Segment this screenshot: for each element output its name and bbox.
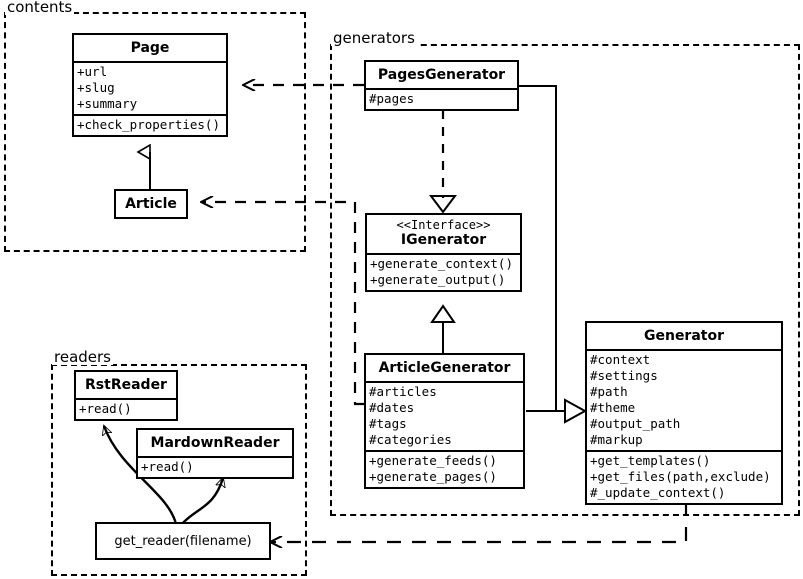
class-igenerator-stereotype: <<Interface>>	[396, 218, 491, 232]
class-generator-title: Generator	[643, 328, 724, 344]
class-article[interactable]: Article	[114, 189, 188, 219]
package-generators-label: generators	[331, 29, 417, 47]
operation: +generate_context()	[370, 256, 513, 271]
class-markdown-reader[interactable]: MardownReader +read()	[136, 428, 294, 479]
attribute: #theme	[590, 400, 636, 415]
operation: +get_files(path,exclude)	[590, 469, 771, 484]
class-article-generator-attributes: #articles #dates #tags #categories	[366, 381, 523, 450]
attribute: #path	[590, 384, 628, 399]
package-readers-border	[51, 364, 307, 576]
class-page-operations: +check_properties()	[74, 114, 226, 135]
attribute: #settings	[590, 368, 658, 383]
link-generator-depends-get-reader	[271, 502, 688, 542]
operation: +generate_pages()	[369, 469, 497, 484]
operation: +read()	[141, 459, 194, 474]
class-pages-generator-title: PagesGenerator	[377, 67, 506, 83]
package-readers-label: readers	[52, 348, 113, 366]
link-get-reader-creates-markdownreader	[181, 478, 223, 525]
class-page-title: Page	[130, 40, 170, 56]
class-pages-generator-attributes: #pages	[366, 88, 517, 109]
operation: +generate_feeds()	[369, 453, 497, 468]
operation: +get_templates()	[590, 453, 711, 468]
operation: +read()	[79, 401, 132, 416]
class-generator-operations: +get_templates() +get_files(path,exclude…	[587, 450, 781, 503]
function-get-reader-label: get_reader(filename)	[114, 533, 252, 549]
link-articlegenerator-realizes-igenerator	[430, 304, 456, 354]
class-rst-reader-title: RstReader	[85, 377, 167, 393]
class-rst-reader-operations: +read()	[76, 398, 176, 419]
class-generator-attributes: #context #settings #path #theme #output_…	[587, 349, 781, 450]
link-articlegenerator-depends-article	[202, 202, 364, 406]
class-igenerator-operations: +generate_context() +generate_output()	[367, 253, 520, 290]
class-article-generator[interactable]: ArticleGenerator #articles #dates #tags …	[364, 353, 525, 489]
operation: #_update_context()	[590, 485, 726, 500]
attribute: #articles	[369, 384, 437, 399]
class-markdown-reader-operations: +read()	[138, 456, 292, 477]
attribute: #dates	[369, 400, 415, 415]
class-page-attributes: +url +slug +summary	[74, 61, 226, 114]
package-contents-border	[4, 12, 306, 252]
attribute: #categories	[369, 432, 452, 447]
function-get-reader[interactable]: get_reader(filename)	[95, 522, 271, 560]
class-generator[interactable]: Generator #context #settings #path #them…	[585, 321, 783, 505]
attribute: +summary	[77, 96, 138, 111]
class-article-generator-title: ArticleGenerator	[378, 360, 511, 376]
link-generators-extend-generator	[519, 85, 588, 424]
class-markdown-reader-title: MardownReader	[150, 435, 280, 451]
class-pages-generator[interactable]: PagesGenerator #pages	[364, 60, 519, 111]
attribute: #output_path	[590, 416, 681, 431]
class-igenerator-title: IGenerator	[400, 232, 487, 248]
class-rst-reader[interactable]: RstReader +read()	[74, 370, 178, 421]
link-get-reader-creates-rstreader	[104, 426, 178, 525]
attribute: +slug	[77, 80, 115, 95]
attribute: +url	[77, 64, 108, 79]
attribute: #tags	[369, 416, 407, 431]
class-article-title: Article	[125, 196, 177, 212]
operation: +check_properties()	[77, 117, 220, 132]
class-article-generator-operations: +generate_feeds() +generate_pages()	[366, 450, 523, 487]
package-contents-label: contents	[5, 0, 75, 16]
package-generators-border	[330, 44, 800, 516]
attribute: #context	[590, 352, 651, 367]
link-pagesgenerator-realizes-igenerator	[429, 110, 457, 214]
class-igenerator[interactable]: <<Interface>> IGenerator +generate_conte…	[365, 213, 522, 292]
attribute: #markup	[590, 432, 643, 447]
operation: +generate_output()	[370, 272, 506, 287]
class-page[interactable]: Page +url +slug +summary +check_properti…	[72, 33, 228, 137]
attribute: #pages	[369, 91, 415, 106]
